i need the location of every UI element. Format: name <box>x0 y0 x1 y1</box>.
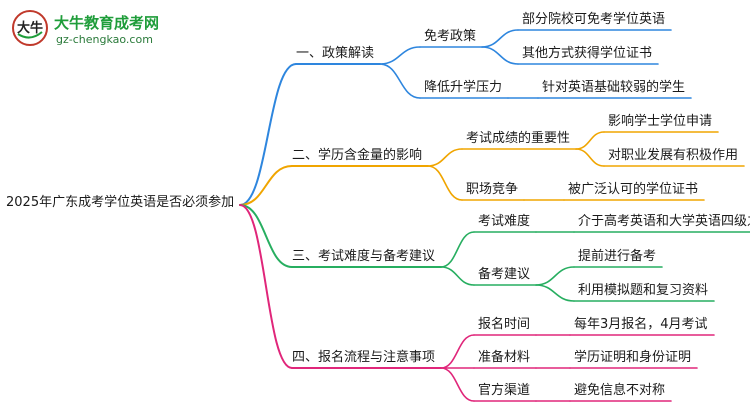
leaf-other-ways: 其他方式获得学位证书 <box>522 46 653 61</box>
connector-root-to-branch <box>239 63 297 206</box>
leaf-avoid-misinfo: 避免信息不对称 <box>574 383 666 398</box>
leaf-career-benefit: 对职业发展有积极作用 <box>608 148 739 163</box>
sub-score-importance: 考试成绩的重要性 <box>466 131 571 146</box>
sub-prep-advice: 备考建议 <box>478 267 531 282</box>
connector-sub-to-leaf <box>535 284 575 302</box>
sub-job-competition: 职场竞争 <box>466 182 519 197</box>
sub-exemption-policy: 免考政策 <box>424 29 477 44</box>
sub-exam-difficulty: 考试难度 <box>478 214 531 229</box>
connector-branch-to-sub <box>440 231 475 268</box>
connector-branch-to-sub <box>379 46 421 65</box>
leaf-early-prep: 提前进行备考 <box>578 249 657 264</box>
connector-branch-to-sub <box>440 367 475 402</box>
connector-sub-to-leaf <box>575 148 605 167</box>
branch-registration: 四、报名流程与注意事项 <box>292 350 436 365</box>
leaf-recognized-degree: 被广泛认可的学位证书 <box>568 182 699 197</box>
root-topic: 2025年广东成考学位英语是否必须参加 <box>6 195 235 210</box>
connector-root-to-branch <box>239 165 293 206</box>
logo-url: gz-chengkao.com <box>56 33 153 46</box>
connector-sub-to-leaf <box>535 266 575 286</box>
branch-exam-difficulty: 三、考试难度与备考建议 <box>292 249 436 264</box>
sub-reduce-pressure: 降低升学压力 <box>424 80 503 95</box>
connector-sub-to-leaf <box>575 131 605 150</box>
leaf-bachelor-application: 影响学士学位申请 <box>608 114 713 129</box>
sub-official-channel: 官方渠道 <box>478 383 531 398</box>
connector-branch-to-sub <box>440 334 475 369</box>
leaf-partial-exemption: 部分院校可免考学位英语 <box>522 12 666 27</box>
leaf-difficulty-range: 介于高考英语和大学英语四级之间 <box>578 214 750 229</box>
leaf-weak-english: 针对英语基础较弱的学生 <box>542 80 686 95</box>
leaf-schedule: 每年3月报名，4月考试 <box>574 317 708 332</box>
logo-title: 大牛教育成考网 <box>54 14 160 32</box>
connector-root-to-branch <box>239 204 293 369</box>
sub-registration-time: 报名时间 <box>478 317 531 332</box>
connector-branch-to-sub <box>440 266 475 286</box>
logo-mark-text: 大牛 <box>17 20 43 36</box>
site-logo: 大牛 大牛教育成考网 gz-chengkao.com <box>10 8 210 50</box>
branch-policy: 一、政策解读 <box>296 46 375 61</box>
sub-materials: 准备材料 <box>478 350 531 365</box>
logo-mark-icon: 大牛 <box>12 10 48 46</box>
connector-branch-to-sub <box>427 165 463 201</box>
connector-root-to-branch <box>239 204 293 268</box>
leaf-mock-tests: 利用模拟题和复习资料 <box>578 283 709 298</box>
branch-degree-value: 二、学历含金量的影响 <box>292 148 423 163</box>
connector-branch-to-sub <box>379 63 421 99</box>
connector-branch-to-sub <box>427 148 463 167</box>
connector-sub-to-leaf <box>481 46 519 65</box>
leaf-documents: 学历证明和身份证明 <box>574 350 692 365</box>
connector-sub-to-leaf <box>481 29 519 48</box>
